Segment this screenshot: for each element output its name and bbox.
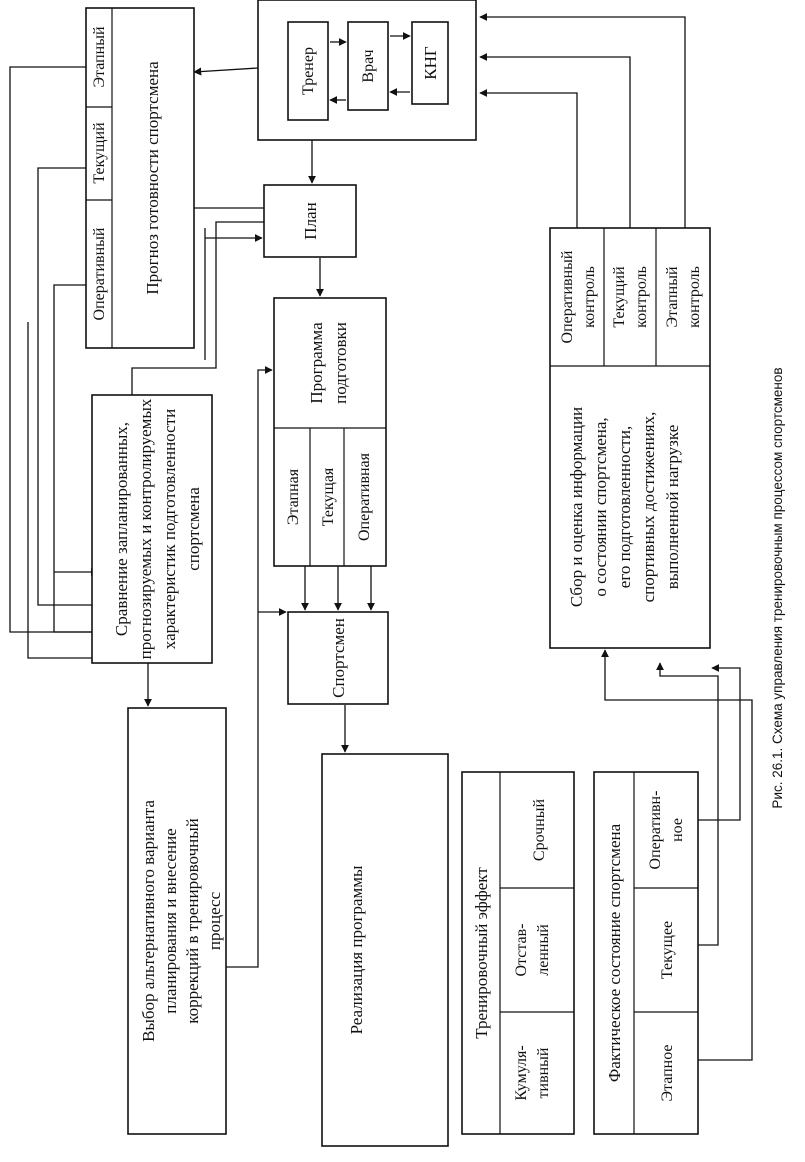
- alternative-line4: процесс: [205, 891, 224, 950]
- arrow-actual-stage-to-collection: [601, 649, 753, 1061]
- loop-comparison-entry: [27, 322, 100, 659]
- training-effect-delayed-line1: Отстав-: [513, 923, 530, 976]
- collection-group: Оперативный контроль Текущий контроль Эт…: [549, 227, 711, 649]
- connectors: [9, 13, 753, 1061]
- training-effect-cumulative-line1: Кумуля-: [513, 1045, 530, 1100]
- arrow-operative-control-to-team: [479, 89, 578, 228]
- training-effect-delayed-line2: ленный: [535, 924, 552, 976]
- athlete-box: [287, 611, 389, 705]
- actual-state-box: [593, 771, 699, 1135]
- athlete-label: Спортсмен: [329, 618, 348, 698]
- doctor-box: [347, 21, 389, 111]
- comparison-line1: Сравнение запланированных,: [112, 422, 131, 636]
- actual-state-group: Фактическое состояние спортсмена Операти…: [593, 771, 699, 1135]
- current-control-line2: контроль: [633, 266, 650, 328]
- training-effect-urgent: Срочный: [531, 798, 548, 861]
- stage-control-line2: контроль: [686, 266, 703, 328]
- forecast-group: Прогноз готовности спортсмена Этапный Те…: [85, 7, 195, 349]
- team-group: Тренер Врач КНГ: [257, 0, 477, 141]
- arrow-actual-operative-to-collection: [698, 664, 741, 821]
- collection-line5: выполненной нагрузке: [663, 425, 682, 589]
- comparison-line2: прогнозируемых и контролируемых: [136, 398, 155, 659]
- line-alternative-to-program: [225, 366, 273, 968]
- kng-box: [411, 21, 449, 105]
- actual-state-title: Фактическое состояние спортсмена: [605, 823, 624, 1082]
- program-operative: Оперативная: [356, 452, 373, 541]
- forecast-operative: Оперативный: [91, 227, 108, 320]
- arrow-team-to-forecast: [193, 67, 259, 76]
- program-group: Программа подготовки Этапная Текущая Опе…: [273, 297, 387, 567]
- collection-line4: спортивных достижениях,: [639, 412, 658, 603]
- training-effect-cumulative-line2: тивный: [535, 1047, 552, 1098]
- forecast-title: Прогноз готовности спортсмена: [143, 61, 162, 295]
- forecast-box: [85, 7, 195, 349]
- actual-current: Текущее: [659, 921, 676, 979]
- doctor-label: Врач: [360, 49, 377, 82]
- realization-label: Реализация программы: [347, 865, 366, 1034]
- alternative-line1: Выбор альтернативного варианта: [139, 800, 158, 1042]
- collection-line2: о состоянии спортсмена,: [591, 417, 610, 596]
- arrow-current-control-to-team: [479, 53, 631, 228]
- stage-control-line1: Этапный: [664, 266, 681, 328]
- current-control-line1: Текущий: [611, 266, 628, 328]
- loop-forecast-operative: [53, 284, 100, 633]
- operative-control-line1: Оперативный: [559, 250, 576, 343]
- comparison-line3: характеристик подготовленности: [160, 409, 179, 649]
- alternative-line3: коррекций в тренировочный: [183, 818, 202, 1024]
- kng-label: КНГ: [421, 46, 440, 80]
- loop-forecast-current: [37, 167, 101, 609]
- program-title-line2: подготовки: [331, 322, 350, 404]
- collection-box: [549, 227, 711, 649]
- alternative-box: [127, 707, 227, 1135]
- trainer-label: Тренер: [300, 47, 317, 95]
- comparison-line4: спортсмена: [184, 487, 203, 571]
- figure-caption: Рис. 26.1. Схема управления тренировочны…: [770, 367, 785, 808]
- training-effect-box: [461, 771, 575, 1135]
- arrow-stage-control-to-team: [479, 13, 686, 228]
- comparison-box: [91, 394, 213, 664]
- training-effect-title: Тренировочный эффект: [472, 867, 491, 1039]
- actual-operative-line1: Оперативн-: [647, 791, 664, 870]
- forecast-stage: Этапный: [91, 26, 108, 88]
- program-title-line1: Программа: [307, 322, 326, 404]
- collection-line3: его подготовленности,: [615, 426, 634, 588]
- actual-operative-line2: ное: [669, 818, 686, 842]
- program-current: Текущая: [320, 467, 337, 526]
- line-comparison-to-plan: [131, 221, 264, 395]
- forecast-current: Текущий: [91, 122, 108, 184]
- training-effect-group: Тренировочный эффект Срочный Отстав- лен…: [461, 771, 575, 1135]
- collection-line1: Сбор и оценка информации: [567, 407, 586, 607]
- actual-stage: Этапное: [659, 1044, 676, 1101]
- realization-box: [321, 753, 449, 1147]
- trainer-box: [287, 21, 329, 121]
- program-box: [273, 297, 387, 567]
- alternative-line2: планирования и внесение: [161, 828, 180, 1013]
- operative-control-line2: контроль: [581, 266, 598, 328]
- plan-box: [263, 184, 357, 258]
- program-stage: Этапная: [285, 468, 302, 525]
- arrow-actual-current-to-collection: [656, 662, 719, 946]
- plan-label: План: [301, 202, 320, 239]
